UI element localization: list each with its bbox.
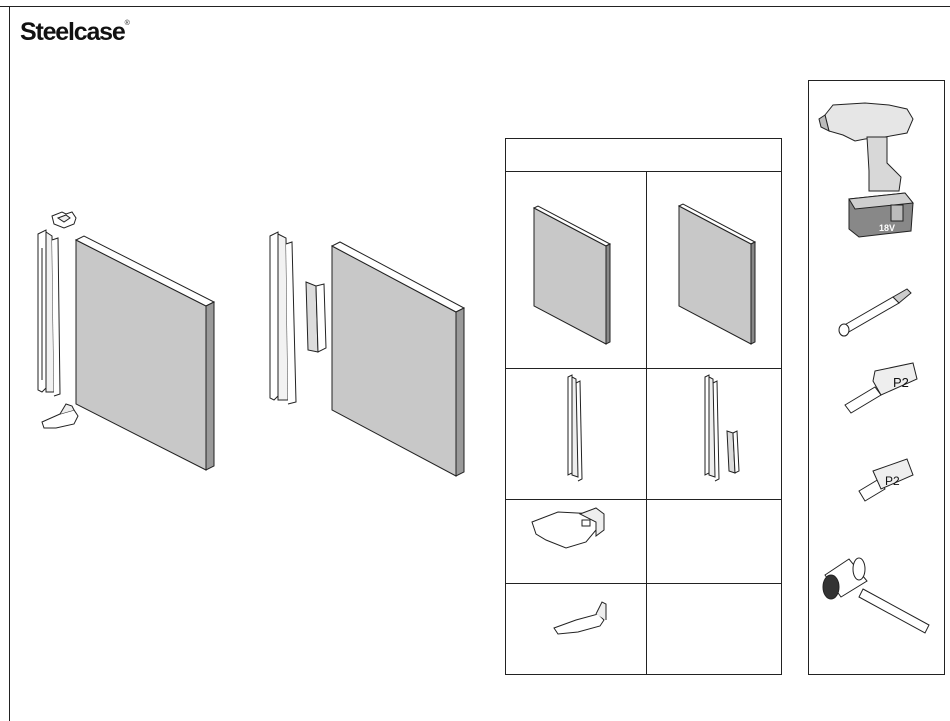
rail-b-image <box>647 369 781 500</box>
rubber-mallet-icon <box>823 558 929 633</box>
bottom-bracket-part-1 <box>42 404 78 428</box>
tools-drawings: 18V P2 P2 <box>809 81 946 676</box>
top-clip-part <box>52 212 76 228</box>
part-cell-panel-b <box>647 172 781 368</box>
part-cell-rail-b <box>647 369 781 499</box>
bracket-2-image <box>506 584 646 674</box>
panel-b-image <box>647 172 781 369</box>
parts-table <box>505 138 782 675</box>
bit-1-label: P2 <box>893 375 909 390</box>
left-rail-part-1 <box>38 230 60 396</box>
bit-holder-icon <box>839 289 911 336</box>
bit-2-label: P2 <box>885 474 900 488</box>
part-cell-empty-2 <box>647 584 781 674</box>
tools-panel: 18V P2 P2 <box>808 80 945 675</box>
phillips-bit-icon: P2 <box>845 363 917 413</box>
part-cell-rail-a <box>506 369 646 499</box>
parts-row-rails <box>506 369 781 500</box>
parts-table-header-row <box>506 139 781 172</box>
bracket-1-image <box>506 500 646 584</box>
drill-voltage-label: 18V <box>879 223 895 233</box>
part-cell-empty-1 <box>647 500 781 583</box>
assembly-illustration <box>0 0 500 500</box>
square-bit-icon: P2 <box>859 459 913 501</box>
part-cell-panel-a <box>506 172 646 368</box>
part-cell-bracket-1 <box>506 500 646 583</box>
rail-a-image <box>506 369 646 500</box>
left-rail-part-2 <box>270 232 296 404</box>
parts-row-panels <box>506 172 781 369</box>
parts-row-bracket-1 <box>506 500 781 584</box>
panel-a-image <box>506 172 646 369</box>
parts-table-divider <box>646 172 647 674</box>
part-cell-bracket-2 <box>506 584 646 674</box>
cordless-drill-icon: 18V <box>819 103 913 237</box>
panel-part-2 <box>332 242 464 476</box>
panel-part-1 <box>76 236 214 470</box>
connector-part-2 <box>306 282 326 352</box>
parts-row-bracket-2 <box>506 584 781 674</box>
